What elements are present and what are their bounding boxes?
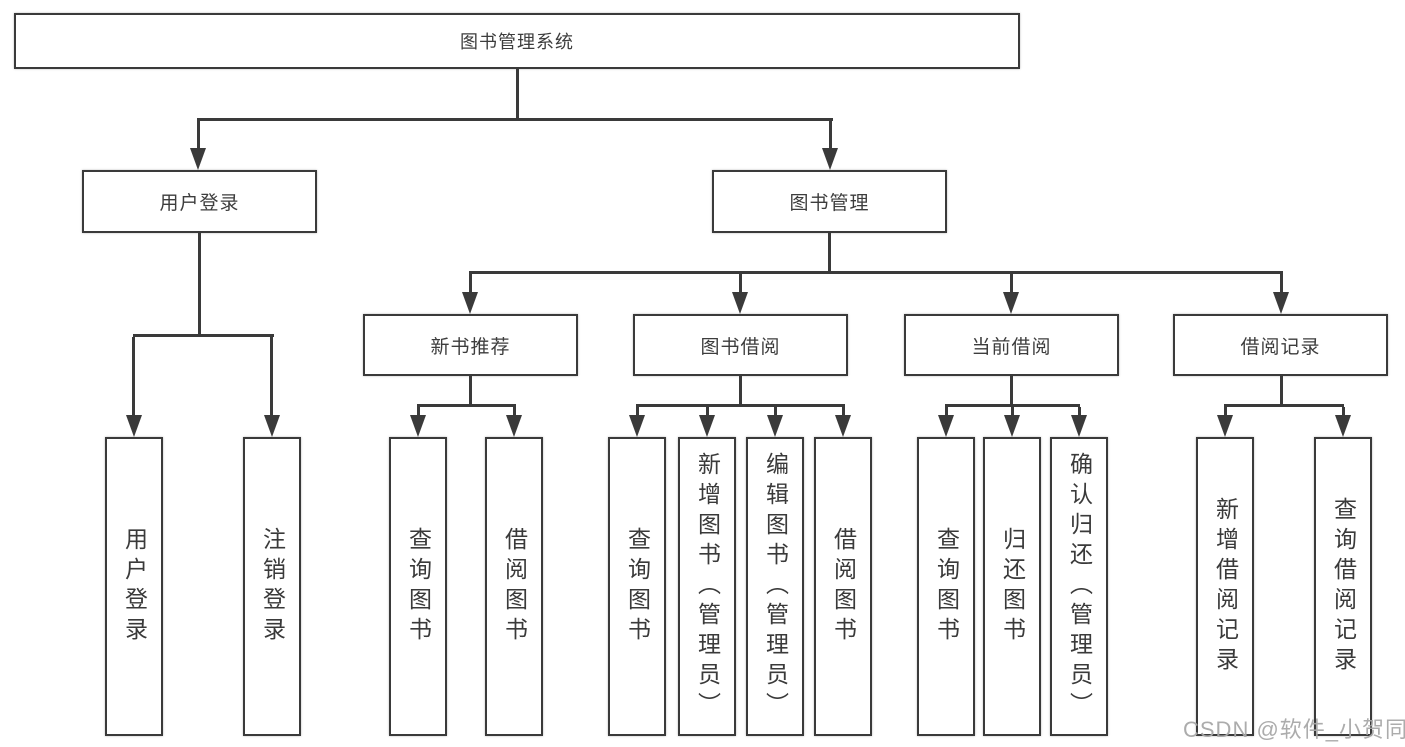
watermark: CSDN @软件_小贺同学: [1183, 717, 1405, 742]
arrow-down-icon: [822, 148, 838, 170]
connector-arrow-tail: [1342, 407, 1345, 417]
connector-stub: [739, 376, 742, 407]
leaf-search-books: 查询图书: [917, 437, 975, 736]
connector-arrow-tail: [739, 274, 742, 294]
connector-stub: [1280, 376, 1283, 407]
connector-arrow-tail: [1078, 407, 1081, 417]
connector-user-login-stub: [198, 233, 201, 336]
leaf-label: 确认归还（管理员）: [1066, 451, 1093, 722]
arrow-down-icon: [938, 415, 954, 437]
leaf-label: 查询图书: [933, 526, 960, 647]
arrow-down-icon: [767, 415, 783, 437]
connector-hline: [636, 404, 845, 407]
node-user-login: 用户登录: [82, 170, 317, 233]
connector-arrow-tail: [842, 407, 845, 417]
connector-user-login-hline: [133, 334, 274, 337]
leaf-label: 借阅图书: [501, 526, 528, 647]
arrow-down-icon: [506, 415, 522, 437]
leaf-label: 注销登录: [259, 526, 286, 647]
arrow-down-icon: [699, 415, 715, 437]
leaf-search-books: 查询图书: [608, 437, 666, 736]
leaf-label: 归还图书: [999, 526, 1026, 647]
leaf-confirm-return-admin: 确认归还（管理员）: [1050, 437, 1108, 736]
leaf-label: 新增借阅记录: [1212, 496, 1239, 677]
connector-stub: [469, 376, 472, 407]
leaf-borrow-books: 借阅图书: [814, 437, 872, 736]
node-book-borrowing: 图书借阅: [633, 314, 848, 376]
connector-arrow-tail: [417, 407, 420, 417]
connector-arrow-tail: [945, 407, 948, 417]
connector-arrow-tail: [469, 274, 472, 294]
leaf-label: 查询借阅记录: [1330, 496, 1357, 677]
leaf-label: 查询图书: [405, 526, 432, 647]
connector-hline: [417, 404, 516, 407]
connector-arrow-tail: [1224, 407, 1227, 417]
connector-arrow-tail: [829, 121, 832, 152]
arrow-down-icon: [1071, 415, 1087, 437]
connector-arrow-tail: [1010, 274, 1013, 294]
leaf-label: 借阅图书: [830, 526, 857, 647]
connector-arrow-tail: [270, 337, 273, 417]
arrow-down-icon: [732, 292, 748, 314]
connector-stub: [1010, 376, 1013, 407]
connector-hline: [945, 404, 1080, 407]
arrow-down-icon: [629, 415, 645, 437]
leaf-user-login: 用户登录: [105, 437, 163, 736]
arrow-down-icon: [190, 148, 206, 170]
node-book-management: 图书管理: [712, 170, 947, 233]
connector-arrow-tail: [636, 407, 639, 417]
connector-arrow-tail: [197, 121, 200, 152]
leaf-borrow-books: 借阅图书: [485, 437, 543, 736]
leaf-return-books: 归还图书: [983, 437, 1041, 736]
leaf-label: 编辑图书（管理员）: [762, 451, 789, 722]
arrow-down-icon: [410, 415, 426, 437]
connector-arrow-tail: [132, 337, 135, 417]
node-library-management-system: 图书管理系统: [14, 13, 1020, 69]
leaf-search-books: 查询图书: [389, 437, 447, 736]
connector-hline: [1224, 404, 1344, 407]
leaf-label: 查询图书: [624, 526, 651, 647]
connector-level1-hline: [197, 118, 833, 121]
arrow-down-icon: [1335, 415, 1351, 437]
arrow-down-icon: [835, 415, 851, 437]
connector-root-stub: [516, 68, 519, 121]
arrow-down-icon: [1003, 292, 1019, 314]
connector-arrow-tail: [513, 407, 516, 417]
leaf-search-borrow-record: 查询借阅记录: [1314, 437, 1372, 736]
arrow-down-icon: [1217, 415, 1233, 437]
arrow-down-icon: [264, 415, 280, 437]
arrow-down-icon: [1004, 415, 1020, 437]
node-borrowing-records: 借阅记录: [1173, 314, 1388, 376]
leaf-add-books-admin: 新增图书（管理员）: [678, 437, 736, 736]
node-new-book-recommend: 新书推荐: [363, 314, 578, 376]
connector-book-mgmt-stub: [828, 233, 831, 274]
leaf-add-borrow-record: 新增借阅记录: [1196, 437, 1254, 736]
leaf-logout: 注销登录: [243, 437, 301, 736]
arrow-down-icon: [1273, 292, 1289, 314]
arrow-down-icon: [462, 292, 478, 314]
arrow-down-icon: [126, 415, 142, 437]
node-current-borrowing: 当前借阅: [904, 314, 1119, 376]
connector-level2-hline: [469, 271, 1283, 274]
leaf-edit-books-admin: 编辑图书（管理员）: [746, 437, 804, 736]
connector-arrow-tail: [1280, 274, 1283, 294]
leaf-label: 新增图书（管理员）: [694, 451, 721, 722]
connector-arrow-tail: [706, 407, 709, 417]
leaf-label: 用户登录: [121, 526, 148, 647]
connector-arrow-tail: [1011, 407, 1014, 417]
connector-arrow-tail: [774, 407, 777, 417]
